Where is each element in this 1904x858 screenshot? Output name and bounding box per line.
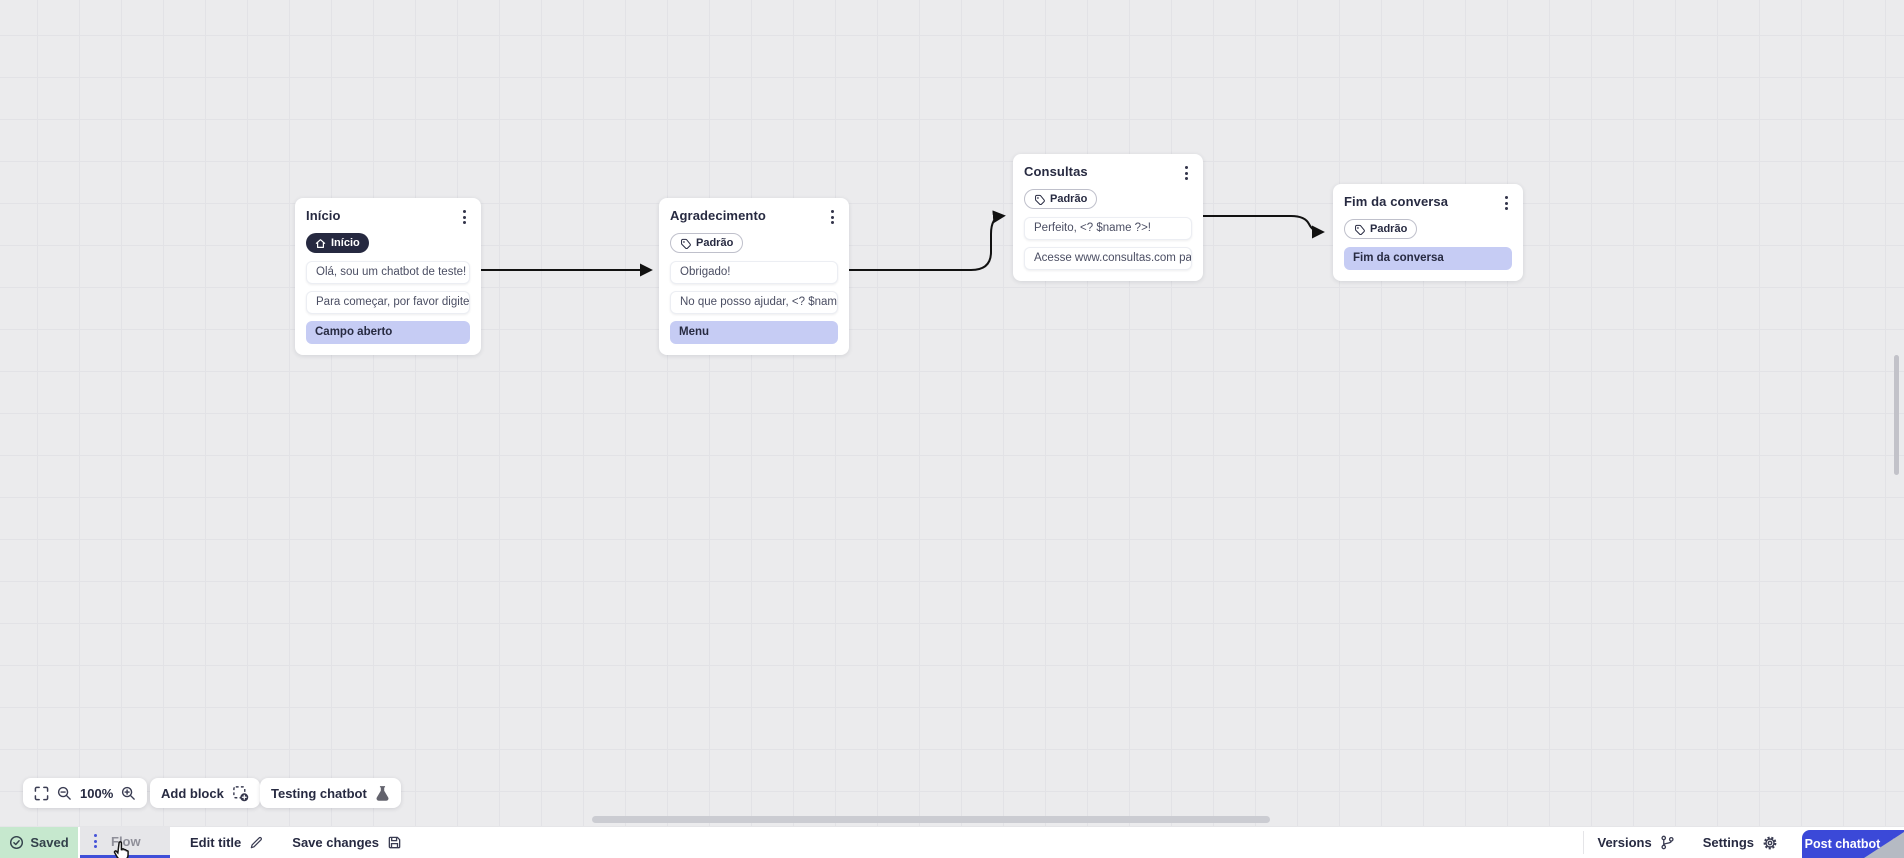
branch-icon [1661,835,1674,850]
home-icon [315,238,326,248]
zoom-out-icon [57,786,71,800]
action-row[interactable]: Menu [670,320,838,344]
node-menu-icon[interactable] [1501,194,1512,212]
flow-node-consultas[interactable]: Consultas Padrão Perfeito, <? $name ?>! … [1013,154,1203,281]
message-bubble[interactable]: Acesse www.consultas.com par... [1024,246,1192,270]
fit-screen-icon [34,786,49,800]
edit-title-label: Edit title [190,835,242,850]
bottom-status-bar: Saved Flow Edit title Save changes Versi… [0,826,1904,858]
flow-node-agradecimento[interactable]: Agradecimento Padrão Obrigado! No que po… [659,198,849,355]
start-badge: Início [306,233,369,253]
vertical-scrollbar[interactable] [1894,355,1899,475]
zoom-in-button[interactable] [121,786,136,801]
message-bubble[interactable]: No que posso ajudar, <? $name ... [670,290,838,314]
edge-agradecimento-consultas [849,210,1006,271]
badge-label: Padrão [1370,223,1408,235]
corner-fold [1864,832,1904,858]
node-menu-icon[interactable] [1181,164,1192,182]
edit-title-button[interactable]: Edit title [176,827,278,858]
gear-icon [1763,836,1777,849]
node-title: Fim da conversa [1344,194,1449,209]
padrao-badge: Padrão [670,233,744,253]
padrao-badge: Padrão [1344,219,1418,239]
save-changes-button[interactable]: Save changes [278,827,416,858]
badge-label: Padrão [1050,193,1088,205]
settings-label: Settings [1702,835,1754,850]
message-bubble[interactable]: Olá, sou um chatbot de teste! [306,260,470,284]
node-title: Início [306,208,341,223]
add-block-button[interactable]: Add block [150,778,260,808]
badge-label: Início [331,237,360,249]
connection-lines [481,210,1325,277]
node-title: Consultas [1024,164,1088,179]
versions-button[interactable]: Versions [1584,827,1689,858]
zoom-in-icon [122,786,136,800]
pencil-icon [251,836,263,849]
save-icon [388,836,401,849]
check-circle-icon [10,835,24,850]
zoom-out-button[interactable] [57,786,72,801]
message-bubble[interactable]: Obrigado! [670,260,838,284]
post-chatbot-button[interactable]: Post chatbot [1802,830,1904,858]
tag-icon [1355,224,1365,235]
statusbar-divider [1582,831,1584,854]
message-bubble[interactable]: Para começar, por favor digite o ... [306,290,470,314]
tag-icon [681,238,691,249]
flask-icon [376,785,389,801]
versions-label: Versions [1597,835,1652,850]
fit-screen-button[interactable] [34,786,49,801]
zoom-level-label: 100% [80,785,114,801]
tab-flow[interactable]: Flow [80,827,170,858]
node-title: Agradecimento [670,208,766,223]
flow-node-fim-da-conversa[interactable]: Fim da conversa Padrão Fim da conversa [1333,184,1523,281]
add-block-icon [233,785,249,801]
zoom-controls: 100% [23,778,148,808]
saved-label: Saved [30,835,69,850]
edge-consultas-fim [1203,215,1325,239]
post-chatbot-label: Post chatbot [1804,837,1881,851]
padrao-badge: Padrão [1024,189,1098,209]
save-changes-label: Save changes [292,835,379,850]
flow-tab-label: Flow [111,833,141,849]
node-menu-icon[interactable] [827,208,838,226]
statusbar-spacer [416,827,1583,858]
message-bubble[interactable]: Perfeito, <? $name ?>! [1024,216,1192,240]
settings-button[interactable]: Settings [1689,827,1792,858]
flow-canvas[interactable]: Início Início Olá, sou um chatbot de tes… [0,0,1904,826]
testing-chatbot-label: Testing chatbot [271,785,367,801]
badge-label: Padrão [696,237,734,249]
action-row[interactable]: Fim da conversa [1344,246,1512,270]
testing-chatbot-button[interactable]: Testing chatbot [260,778,401,808]
tag-icon [1035,194,1045,205]
action-row[interactable]: Campo aberto [306,320,470,344]
horizontal-scrollbar[interactable] [592,816,1270,823]
flow-menu-icon[interactable] [90,832,101,850]
node-menu-icon[interactable] [459,208,470,226]
saved-status-badge: Saved [0,827,78,858]
flow-node-inicio[interactable]: Início Início Olá, sou um chatbot de tes… [295,198,481,355]
add-block-label: Add block [161,785,224,801]
